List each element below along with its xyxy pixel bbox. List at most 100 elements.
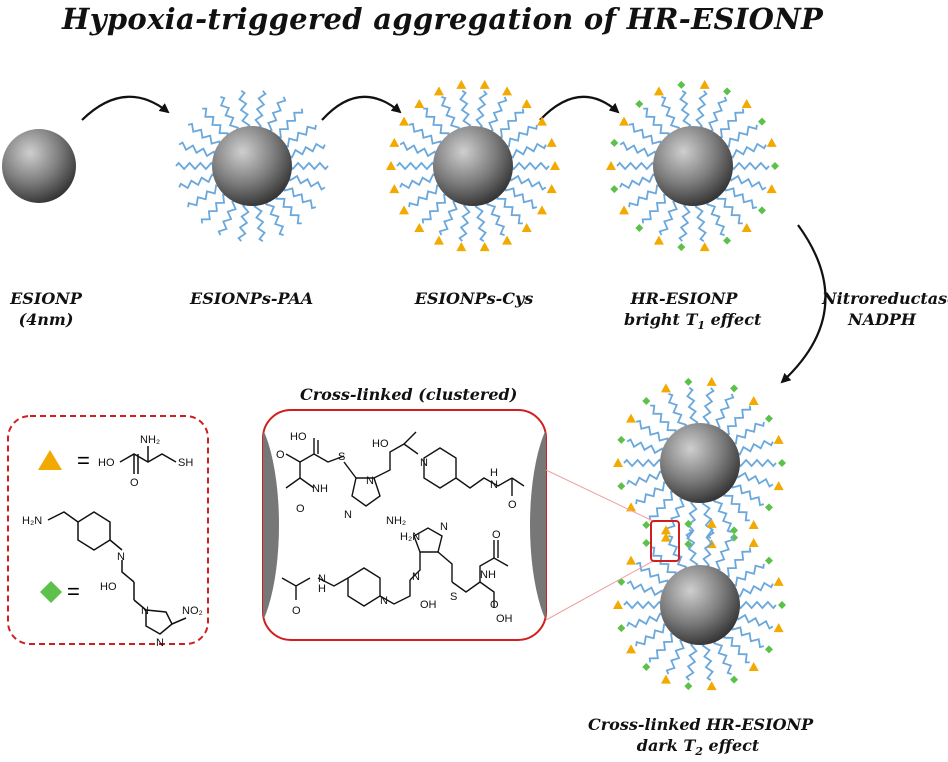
iron-oxide-core bbox=[212, 126, 292, 206]
nitroimidazole-marker bbox=[778, 601, 786, 609]
zoom-line-bottom bbox=[545, 559, 656, 621]
cysteine-marker bbox=[748, 661, 759, 671]
cysteine-marker bbox=[626, 644, 637, 654]
nitroimidazole-marker bbox=[723, 87, 732, 96]
polymer-chain bbox=[735, 471, 774, 488]
pip-n2: N bbox=[141, 605, 149, 617]
label-cys-name: ESIONPs-Cys bbox=[414, 289, 534, 308]
polymer-chain bbox=[635, 481, 669, 505]
cys-o: O bbox=[130, 477, 139, 489]
cys-nh2: NH₂ bbox=[140, 434, 160, 446]
polymer-chain bbox=[724, 405, 752, 436]
polymer-chain bbox=[648, 490, 676, 521]
x-o-6: O bbox=[292, 605, 301, 617]
polymer-chain bbox=[665, 638, 685, 675]
polymer-chain bbox=[626, 612, 664, 629]
x-n-4: N bbox=[490, 479, 498, 491]
x-n-6: N bbox=[412, 571, 420, 583]
zoom-particle-right bbox=[530, 410, 546, 640]
zoom-source-box bbox=[650, 520, 680, 562]
cysteine-marker bbox=[741, 222, 752, 232]
polymer-chain bbox=[619, 173, 657, 190]
crosslink-title-text: Cross-linked (clustered) bbox=[300, 385, 518, 404]
cysteine-marker bbox=[546, 184, 557, 194]
polymer-chain bbox=[679, 90, 692, 129]
x-o-3: O bbox=[296, 503, 305, 515]
polymer-chain bbox=[488, 96, 508, 133]
polymer-chain bbox=[423, 107, 450, 138]
polymer-chain bbox=[708, 96, 728, 133]
polymer-chain bbox=[276, 108, 304, 139]
polymer-chain bbox=[665, 496, 685, 533]
label-crosslink-title: Cross-linked (clustered) bbox=[300, 384, 518, 405]
x-o-4: O bbox=[492, 529, 501, 541]
polymer-chain bbox=[504, 124, 538, 148]
polymer-chain bbox=[715, 393, 735, 430]
polymer-chain bbox=[267, 96, 287, 133]
cys-ho: HO bbox=[98, 457, 115, 469]
polymer-chain bbox=[219, 96, 240, 132]
arrow-esionp-to-paa bbox=[81, 95, 170, 121]
polymer-chain bbox=[238, 90, 251, 129]
nitroimidazole-marker bbox=[617, 435, 626, 444]
polymer-chain bbox=[237, 202, 250, 242]
x-nh-1: NH bbox=[312, 483, 328, 495]
polymer-chain bbox=[737, 458, 777, 468]
polymer-chain bbox=[619, 141, 658, 158]
polymer-chain bbox=[628, 122, 662, 146]
cysteine-marker bbox=[706, 376, 717, 386]
polymer-chain bbox=[702, 529, 715, 569]
pip-n3: N bbox=[156, 637, 164, 649]
cysteine-marker bbox=[706, 681, 717, 691]
polymer-chain bbox=[626, 438, 665, 455]
polymer-chain bbox=[510, 161, 550, 171]
x-n-8: N bbox=[318, 573, 326, 585]
cysteine-marker bbox=[773, 576, 784, 586]
polymer-chain bbox=[736, 439, 774, 456]
arrow-cys-to-hr bbox=[539, 95, 620, 121]
polymer-chain bbox=[289, 161, 329, 171]
polymer-chain bbox=[264, 200, 285, 236]
polymer-chain bbox=[626, 580, 665, 597]
polymer-chain bbox=[705, 200, 726, 236]
x-h-2: H bbox=[318, 583, 326, 595]
cysteine-marker bbox=[414, 222, 425, 232]
legend-equals-1: = bbox=[77, 448, 90, 473]
cysteine-marker bbox=[386, 161, 396, 170]
polymer-chain bbox=[731, 483, 765, 507]
legend-triangle-icon bbox=[38, 450, 62, 470]
cysteine-marker bbox=[660, 525, 671, 535]
polymer-chain bbox=[626, 470, 664, 487]
nitroimidazole-marker bbox=[771, 162, 779, 170]
label-final-effect: dark T2 effect bbox=[588, 735, 808, 762]
particle-crosslinked-bottom bbox=[613, 518, 786, 691]
polymer-chain bbox=[716, 194, 743, 225]
polymer-chain bbox=[283, 186, 317, 210]
polymer-chain bbox=[635, 561, 669, 585]
legend-equals-2: = bbox=[67, 579, 80, 604]
polymer-chain bbox=[287, 174, 326, 191]
nitroimidazole-marker bbox=[764, 645, 773, 654]
polymer-chain bbox=[408, 122, 442, 146]
polymer-chain bbox=[175, 161, 215, 171]
polymer-chain bbox=[735, 613, 774, 630]
iron-oxide-core bbox=[653, 126, 733, 206]
cysteine-marker bbox=[748, 538, 759, 548]
cysteine-marker bbox=[536, 205, 547, 215]
label-hr-effect-sub: 1 bbox=[697, 319, 706, 333]
polymer-chain bbox=[474, 203, 487, 242]
nitroimidazole-marker bbox=[757, 117, 766, 126]
cysteine-marker bbox=[479, 242, 490, 252]
nitroimidazole-marker bbox=[684, 682, 693, 691]
iron-oxide-core bbox=[660, 423, 740, 503]
cysteine-marker bbox=[606, 161, 616, 170]
nitroimidazole-marker bbox=[610, 138, 619, 147]
polymer-chain bbox=[438, 199, 458, 236]
nitroimidazole-marker bbox=[730, 526, 739, 535]
polymer-chain bbox=[202, 107, 229, 138]
polymer-chain bbox=[641, 193, 669, 224]
polymer-chain bbox=[731, 421, 765, 445]
cysteine-marker bbox=[653, 235, 664, 245]
label-reaction-cofactor: NADPH bbox=[847, 310, 917, 329]
polymer-chain bbox=[737, 600, 777, 610]
